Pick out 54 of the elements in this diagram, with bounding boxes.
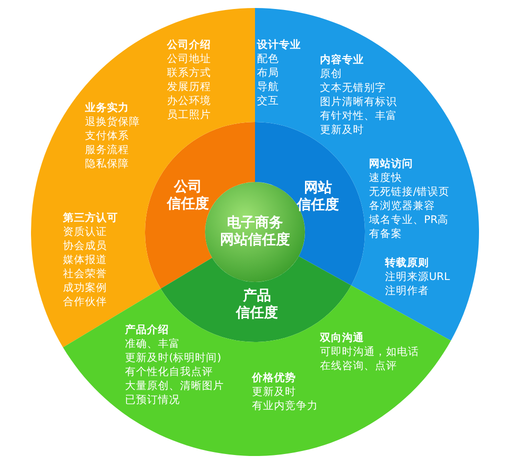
list-item: 大量原创、清晰图片 — [125, 379, 224, 393]
list-item: 联系方式 — [167, 66, 211, 80]
list-item: 各浏览器兼容 — [369, 199, 435, 213]
list-item: 有备案 — [369, 227, 402, 241]
list-item: 服务流程 — [85, 143, 129, 157]
list-item: 注明作者 — [385, 284, 429, 298]
list-item: 合作伙伴 — [63, 295, 107, 309]
list-item: 更新及时(标明时间) — [125, 351, 222, 365]
category-heading: 网站访问 — [369, 157, 413, 171]
list-item: 社会荣誉 — [63, 267, 107, 281]
category-heading: 公司介绍 — [167, 38, 211, 52]
list-item: 原创 — [320, 67, 342, 81]
list-item: 有个性化自我点评 — [125, 365, 213, 379]
list-item: 导航 — [257, 80, 279, 94]
category-heading: 第三方认可 — [63, 211, 118, 225]
center-title: 电子商务网站信任度 — [220, 215, 290, 249]
list-item: 办公环境 — [167, 94, 211, 108]
list-item: 员工照片 — [167, 108, 211, 122]
list-item: 可即时沟通，如电话 — [320, 345, 419, 359]
sector-title: 网站信任度 — [297, 180, 339, 214]
category-heading: 设计专业 — [257, 38, 301, 52]
list-item: 图片清晰有标识 — [320, 95, 397, 109]
category-heading: 业务实力 — [85, 101, 129, 115]
list-item: 发展历程 — [167, 80, 211, 94]
list-item: 交互 — [257, 94, 279, 108]
list-item: 公司地址 — [167, 52, 211, 66]
category-heading: 转载原则 — [385, 256, 429, 270]
sector-title: 产品信任度 — [236, 288, 278, 322]
list-item: 在线咨询、点评 — [320, 359, 397, 373]
sector-title: 公司信任度 — [167, 179, 209, 213]
list-item: 有针对性、丰富 — [320, 109, 397, 123]
list-item: 准确、丰富 — [125, 337, 180, 351]
list-item: 配色 — [257, 52, 279, 66]
list-item: 速度快 — [369, 171, 402, 185]
list-item: 已预订情况 — [125, 393, 180, 407]
list-item: 域名专业、PR高 — [369, 213, 449, 227]
list-item: 布局 — [257, 66, 279, 80]
list-item: 有业内竞争力 — [252, 399, 318, 413]
list-item: 无死链接/错误页 — [369, 185, 450, 199]
list-item: 成功案例 — [63, 281, 107, 295]
category-heading: 内容专业 — [320, 53, 364, 67]
list-item: 协会成员 — [63, 239, 107, 253]
list-item: 文本无错别字 — [320, 81, 386, 95]
category-heading: 双向沟通 — [320, 331, 364, 345]
list-item: 注明来源URL — [385, 270, 450, 284]
list-item: 支付体系 — [85, 129, 129, 143]
list-item: 媒体报道 — [63, 253, 107, 267]
category-heading: 产品介绍 — [125, 323, 169, 337]
list-item: 更新及时 — [320, 123, 364, 137]
list-item: 更新及时 — [252, 385, 296, 399]
list-item: 退换货保障 — [85, 115, 140, 129]
list-item: 隐私保障 — [85, 157, 129, 171]
category-heading: 价格优势 — [252, 371, 296, 385]
list-item: 资质认证 — [63, 225, 107, 239]
